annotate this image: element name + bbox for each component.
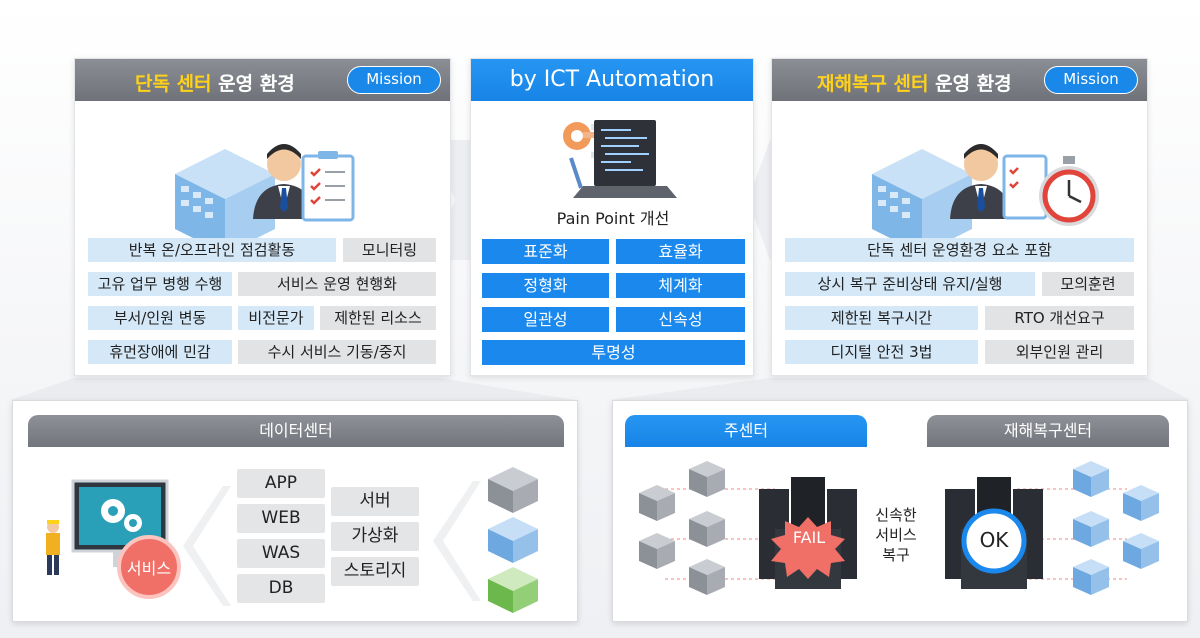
infra-storage: 스토리지 [331,557,419,586]
service-label: 서비스 [126,559,172,578]
chip-transparency: 투명성 [482,340,745,365]
dr-center-title-bottom: 재해복구센터 [927,415,1169,447]
chip-external-staff: 외부인원 관리 [985,340,1134,364]
chip-human-error: 휴먼장애에 민감 [88,340,232,364]
person-icon [253,144,315,219]
infra-server: 서버 [331,487,419,516]
chip-monitoring: 모니터링 [343,238,436,262]
chip-systematization: 체계화 [616,273,745,298]
chip-service-start-stop: 수시 서비스 기동/중지 [238,340,436,364]
chip-limited-resources: 제한된 리소스 [320,306,436,330]
chip-repeated-inspection: 반복 온/오프라인 점검활동 [88,238,336,262]
main-center-servers [639,461,857,595]
ok-circle [961,508,1027,574]
service-circle [117,535,181,599]
chip-parallel-work: 고유 업무 병행 수행 [88,272,232,296]
wrench-icon [569,157,583,189]
monitor-icon [71,479,169,567]
laptop-code-icon [563,120,677,198]
main-center-title: 주센터 [625,415,867,447]
infra-virtualization: 가상화 [331,522,419,551]
standalone-center-panel: 단독 센터 운영 환경 Mission [74,58,451,376]
dr-center-header: 재해복구 센터 운영 환경 Mission [772,59,1147,101]
service-monitor-illustration [46,479,181,599]
chip-digital-safety-laws: 디지털 안전 3법 [785,340,978,364]
standalone-center-title: 단독 센터 운영 환경 [135,73,295,95]
chip-mock-drill: 모의훈련 [1042,272,1134,296]
server-gray-icon [488,467,538,513]
stopwatch-icon [1039,156,1099,226]
dr-center-panel: 재해복구 센터 운영 환경 Mission [771,58,1148,376]
chip-standby-ready: 상시 복구 준비상태 유지/실행 [785,272,1035,296]
chip-staff-change: 부서/인원 변동 [88,306,232,330]
ok-label: OK [979,528,1009,552]
chip-speed: 신속성 [616,307,745,332]
server-green-icon [488,567,538,613]
layer-web: WEB [237,504,325,533]
rapid-recovery-label: 신속한 서비스 복구 [875,506,917,564]
disaster-recovery-panel: 주센터 재해복구센터 FAIL 신속한 서비스 복구 [612,400,1188,622]
server-blue-icon [488,517,538,563]
worker-icon [46,520,60,575]
ict-automation-panel: by ICT Automation Pain Point 개선 표준화 효율화 … [470,58,754,376]
server-gray-icon [639,461,725,595]
chip-standardization: 표준화 [482,239,609,264]
gear-icon [563,122,591,150]
server-blue-icon [1073,461,1159,595]
arrow-left-icon-2 [433,481,481,601]
building-person-stopwatch-illustration [872,144,1099,254]
datacenter-title: 데이터센터 [28,415,564,447]
checklist-icon [301,151,355,222]
chip-non-expert: 비전문가 [238,306,314,330]
pain-point-label: Pain Point 개선 [556,209,670,228]
layer-db: DB [237,574,325,603]
dr-center-title: 재해복구 센터 운영 환경 [817,73,1012,95]
ict-automation-header: by ICT Automation [471,59,753,101]
layer-was: WAS [237,539,325,568]
chip-formalization: 정형화 [482,273,609,298]
chip-limited-recovery-time: 제한된 복구시간 [785,306,978,330]
mission-badge[interactable]: Mission [347,66,441,94]
building-person-illustration [175,144,355,254]
layer-app: APP [237,469,325,498]
chip-includes-standalone: 단독 센터 운영환경 요소 포함 [785,238,1134,262]
standalone-center-header: 단독 센터 운영 환경 Mission [75,59,450,101]
chip-efficiency: 효율화 [616,239,745,264]
chip-service-update: 서비스 운영 현행화 [238,272,436,296]
fail-label: FAIL [792,528,826,547]
arrow-left-icon [183,486,231,606]
chip-consistency: 일관성 [482,307,609,332]
ict-automation-title: by ICT Automation [509,67,715,92]
person-icon [950,144,1012,219]
dr-center-servers [945,461,1159,595]
fail-burst-icon [771,517,845,579]
checklist-icon [1002,154,1048,220]
chip-rto-improvement: RTO 개선요구 [985,306,1134,330]
datacenter-panel: 데이터센터 서비스 APP WEB WAS DB 서버 가상화 스토리지 [12,400,578,622]
mission-badge-dr[interactable]: Mission [1044,66,1138,94]
building-icon [175,149,275,254]
server-stack-icons [488,467,538,613]
